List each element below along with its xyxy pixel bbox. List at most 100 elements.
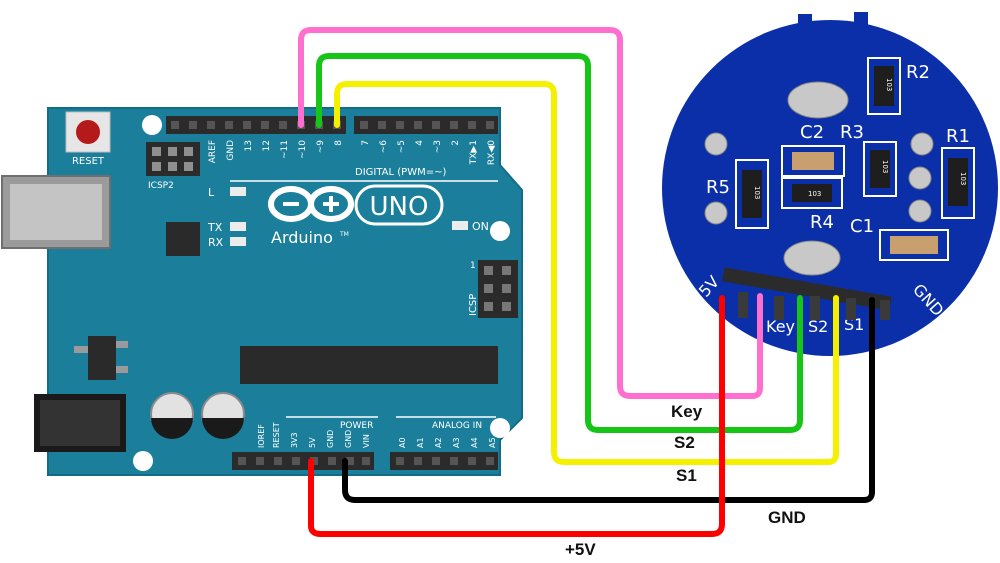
pin-10-label: ~10 [298,140,308,159]
electrolytic-capacitor [201,392,245,439]
5v-label: 5V [308,437,317,448]
a1-label: A1 [416,437,425,448]
icsp-pins [484,266,511,311]
pin-12-label: 12 [262,140,272,151]
led-rx [230,237,246,246]
mounting-hole [490,221,510,241]
reset-label: RESET [72,156,105,167]
a2-label: A2 [434,437,443,448]
a4-label: A4 [470,437,479,448]
pin-9-label: ~9 [316,140,326,154]
atmega-chip [240,346,498,384]
smd-resistor-r5: 103 [735,159,769,229]
led-tx-label: TX [207,221,223,234]
led-on-label: ON [472,220,489,233]
rotary-encoder-module: 103 R2 103 R3 103 R1 C2 103 R4 [662,12,998,356]
power-label: POWER [340,421,373,431]
digital-header-right [354,116,498,134]
usb-chip [166,222,200,256]
icsp-label: ICSP [468,294,479,316]
trademark-label: TM [339,231,349,238]
digital-label: DIGITAL (PWM=~) [355,167,446,178]
digital-header-right-pins [360,121,494,129]
encoder-mount-slot [783,240,841,276]
dc-power-jack-face [40,400,120,446]
gnd-label-1: GND [326,430,335,448]
smd-resistor-r2: 103 [867,57,901,115]
key-wire [298,27,763,399]
label-r4: R4 [810,212,834,233]
pin-6-label: ~6 [379,140,389,154]
label-c1: C1 [850,216,874,237]
pin-8-label: 8 [334,140,344,146]
smd-capacitor-c2 [781,145,845,177]
a3-label: A3 [452,437,461,448]
smd-capacitor-c1 [879,229,949,261]
smd-resistor-r1: 103 [941,147,975,219]
s2-wire [316,53,803,433]
pin-4-label: 4 [415,140,425,146]
gnd-wire-label: GND [768,508,806,527]
s2-wire-label: S2 [674,433,695,452]
label-c2: C2 [800,122,824,143]
key-wire-label: Key [671,402,703,421]
encoder-hole [704,132,728,156]
voltage-regulator [88,336,116,380]
encoder-hole [910,132,934,156]
icsp-pin1-label: 1 [470,261,476,271]
wires [298,27,875,537]
svg-text:103: 103 [808,190,821,198]
smd-resistor-r3: 103 [863,141,897,197]
led-l [230,187,246,196]
aref-label: AREF [208,140,218,163]
led-tx [230,222,246,231]
encoder-hole [908,166,932,190]
gnd-label-2: GND [344,430,353,448]
label-r5: R5 [706,177,730,198]
pin-3-label: ~3 [433,140,443,153]
regulator-pin [74,346,88,353]
pin-13-label: 13 [244,140,254,151]
encoder-pin-key-label: Key [766,317,795,336]
analog-header [390,452,498,470]
ioref-label: IOREF [257,424,266,448]
led-l-label: L [208,186,215,199]
3v3-label: 3V3 [290,432,299,448]
reset-button-cap [76,120,100,144]
regulator-pin [116,341,128,348]
encoder-hole [908,199,932,223]
pin-5-label: ~5 [397,140,407,153]
icsp2-pins [152,147,193,171]
encoder-mount-slot [787,81,849,119]
usb-connector-face [10,184,102,240]
pin-7-label: 7 [361,140,371,146]
label-r1: R1 [946,126,970,147]
model-label: UNO [370,192,429,222]
svg-text:103: 103 [753,186,761,199]
brand-label: Arduino [271,228,333,247]
vcc-wire-label: +5V [565,540,596,559]
uno-badge [354,184,444,226]
encoder-pin-s2-label: S2 [808,317,828,336]
analog-header-pins [396,457,494,465]
vcc-wire [308,295,725,537]
arduino-logo [268,186,354,222]
arduino-uno-board: RESET ICSP2 AREF GND 13 12 ~11 ~10 ~9 [1,107,523,476]
s1-wire [334,81,839,465]
label-r2: R2 [906,62,930,83]
svg-text:103: 103 [881,160,889,173]
regulator-pin [116,366,128,373]
mounting-hole [490,418,510,438]
smd-resistor-r4: 103 [781,177,843,209]
led-on [452,221,468,230]
gnd-wire [342,297,875,503]
a0-label: A0 [398,437,407,448]
a5-label: A5 [488,437,497,448]
pin-2-label: 2 [451,140,461,146]
label-r3: R3 [840,122,864,143]
gnd-top-label: GND [226,140,236,161]
led-rx-label: RX [208,236,224,249]
svg-text:103: 103 [959,172,967,185]
electrolytic-capacitor [150,392,194,439]
